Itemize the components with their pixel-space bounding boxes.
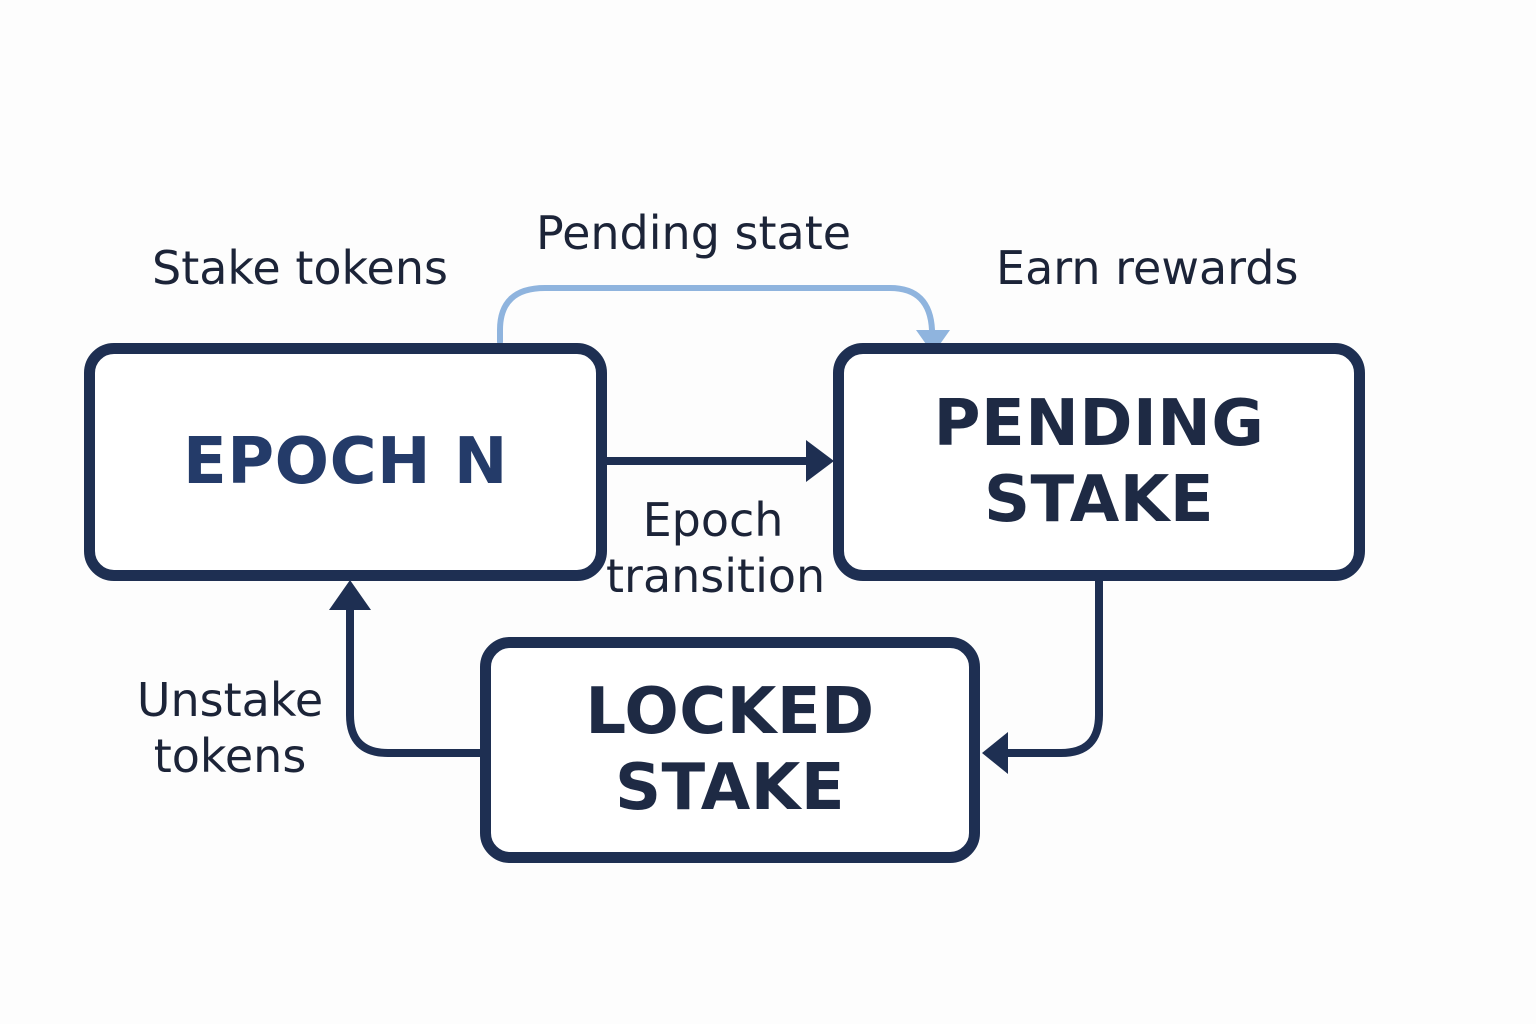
pending-state-arrowhead [916,330,950,354]
earn-rewards-label: Earn rewards [996,241,1299,295]
epoch-transition-label-line1: Epoch [642,493,784,547]
unstake-tokens-label: Unstake tokens [128,672,332,784]
pending-state-label: Pending state [536,206,852,260]
locked-stake-title-line2: STAKE [614,751,846,825]
locked-stake-node: LOCKED STAKE [480,637,980,863]
pending-stake-title-line1: PENDING [933,387,1265,461]
unstake-tokens-label-line1: Unstake [136,673,324,727]
lock-arrow [1000,580,1103,757]
epoch-n-node: EPOCH N [84,343,607,581]
pending-stake-node: PENDING STAKE [833,343,1365,581]
unstake-tokens-label-line2: tokens [153,729,307,783]
unstake-arrow [346,606,480,757]
pending-state-arrow [497,285,935,345]
stake-tokens-label: Stake tokens [152,241,448,295]
lock-arrowhead [982,732,1008,774]
locked-stake-title-line1: LOCKED [585,675,875,749]
epoch-n-title: EPOCH N [183,425,508,499]
epoch-transition-label-line2: transition [606,549,826,603]
epoch-transition-label: Epoch transition [606,492,826,604]
unstake-arrowhead [329,580,371,610]
pending-stake-title-line2: STAKE [983,463,1215,537]
epoch-transition-arrowhead [806,440,834,482]
